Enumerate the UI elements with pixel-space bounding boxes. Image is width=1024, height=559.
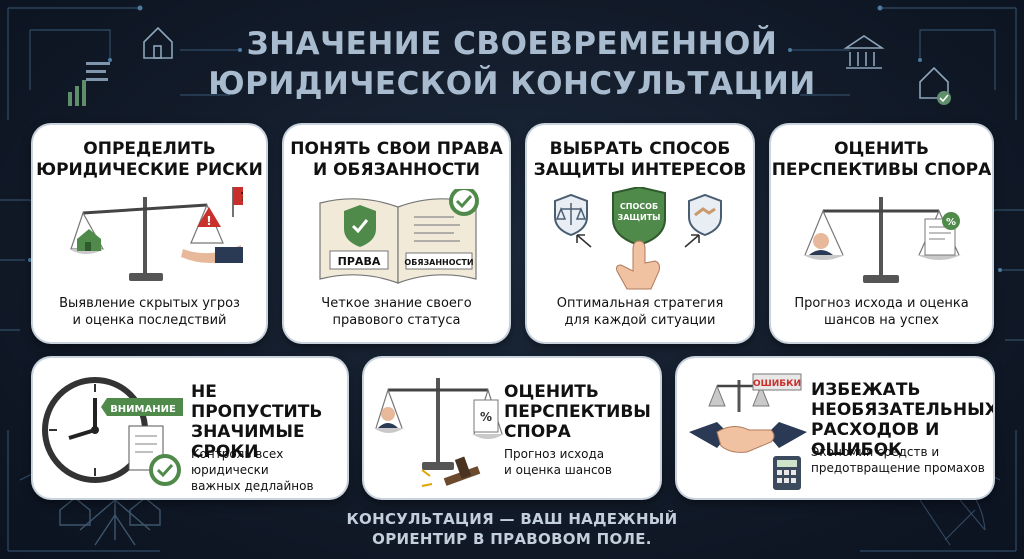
card-desc-line1: Прогноз исхода xyxy=(504,447,605,461)
mini-chart-icon xyxy=(68,80,86,106)
card-legal-risks: ОПРЕДЕЛИТЬ ЮРИДИЧЕСКИЕ РИСКИ ! ? Выявлен… xyxy=(33,125,266,342)
handshake-errors-illustration: ОШИБКИ xyxy=(689,373,807,490)
card-desc-line1: Прогноз исхода и оценка xyxy=(794,296,969,311)
card-title-line1: ИЗБЕЖАТЬ xyxy=(811,380,921,400)
scales-judge-illustration: % xyxy=(803,197,961,283)
rights-label: ПРАВА xyxy=(338,255,381,268)
card-desc: Четкое знание своего правового статуса xyxy=(284,295,509,329)
card-desc: Контроль всех юридически важных дедлайно… xyxy=(191,446,347,494)
card-title-line1: ВЫБРАТЬ СПОСОБ xyxy=(549,139,731,159)
card-desc: Оптимальная стратегия для каждой ситуаци… xyxy=(527,295,753,329)
card-desc: Выявление скрытых угроз и оценка последс… xyxy=(33,295,266,329)
card-title-line3: СРОКИ xyxy=(191,442,259,462)
footer-slogan: КОНСУЛЬТАЦИЯ — ВАШ НАДЕЖНЫЙ ОРИЕНТИР В П… xyxy=(0,509,1024,549)
card-desc-line2: важных дедлайнов xyxy=(191,479,314,493)
card-title-line2: ЗНАЧИМЫЕ xyxy=(191,422,305,442)
open-book-illustration: ПРАВА ОБЯЗАННОСТИ xyxy=(319,189,479,284)
card-title-line2: ЗАЩИТЫ ИНТЕРЕСОВ xyxy=(533,160,747,180)
card-desc-line1: Экономия средств и xyxy=(811,445,940,459)
card-protection-method: ВЫБРАТЬ СПОСОБ ЗАЩИТЫ ИНТЕРЕСОВ СПОСОБ З… xyxy=(527,125,753,342)
card-title: ИЗБЕЖАТЬ НЕОБЯЗАТЕЛЬНЫХ РАСХОДОВ И ОШИБО… xyxy=(811,380,993,460)
card-desc-line1: Четкое знание своего xyxy=(321,296,472,311)
svg-text:%: % xyxy=(480,410,492,424)
card-title-line3: СПОРА xyxy=(504,422,571,442)
attention-label: ВНИМАНИЕ xyxy=(110,404,176,415)
card-rights-duties: ПОНЯТЬ СВОИ ПРАВА И ОБЯЗАННОСТИ ПРАВА ОБ… xyxy=(284,125,509,342)
card-title-line2: ПЕРСПЕКТИВЫ СПОРА xyxy=(771,160,992,180)
svg-text:!: ! xyxy=(206,214,211,228)
shield-label-line1: СПОСОБ xyxy=(620,202,658,211)
card-desc-line2: предотвращение промахов xyxy=(811,461,985,475)
bank-icon xyxy=(843,35,885,69)
card-dispute-outlook: % ОЦЕНИТЬ ПЕРСПЕКТИВЫ СПОРА Прогноз исхо… xyxy=(364,358,660,498)
card-desc: Прогноз исхода и оценка шансов xyxy=(504,446,612,478)
card-title: ОПРЕДЕЛИТЬ ЮРИДИЧЕСКИЕ РИСКИ xyxy=(33,139,266,181)
card-desc: Прогноз исхода и оценка шансов на успех xyxy=(771,295,992,329)
card-desc-line2: и оценка последствий xyxy=(72,313,227,328)
card-title-line3: РАСХОДОВ И ОШИБОК xyxy=(811,420,940,460)
duties-label: ОБЯЗАННОСТИ xyxy=(404,258,473,267)
card-desc-line1: Контроль всех юридически xyxy=(191,447,284,477)
scales-gavel-illustration: % xyxy=(374,378,504,487)
page-title-line2: ЮРИДИЧЕСКОЙ КОНСУЛЬТАЦИИ xyxy=(208,66,816,102)
card-title-line1: ОПРЕДЕЛИТЬ xyxy=(83,139,216,159)
card-desc-line1: Оптимальная стратегия xyxy=(556,296,724,311)
card-title: ОЦЕНИТЬ ПЕРСПЕКТИВЫ СПОРА xyxy=(771,139,992,181)
page-title: ЗНАЧЕНИЕ СВОЕВРЕМЕННОЙ ЮРИДИЧЕСКОЙ КОНСУ… xyxy=(0,24,1024,104)
card-title-line2: НЕОБЯЗАТЕЛЬНЫХ xyxy=(811,400,993,420)
card-desc: Экономия средств и предотвращение промах… xyxy=(811,444,985,476)
page-title-line1: ЗНАЧЕНИЕ СВОЕВРЕМЕННОЙ xyxy=(246,26,778,62)
footer-line1: КОНСУЛЬТАЦИЯ — ВАШ НАДЕЖНЫЙ xyxy=(346,510,678,528)
card-title: НЕ ПРОПУСТИТЬ ЗНАЧИМЫЕ СРОКИ xyxy=(191,382,347,462)
svg-text:%: % xyxy=(946,217,956,228)
card-title-line2: ЮРИДИЧЕСКИЕ РИСКИ xyxy=(36,160,263,180)
card-desc-line2: для каждой ситуации xyxy=(564,313,716,328)
card-dispute-prospects: ОЦЕНИТЬ ПЕРСПЕКТИВЫ СПОРА % Прогноз исхо… xyxy=(771,125,992,342)
card-title-line1: ОЦЕНИТЬ xyxy=(504,382,599,402)
card-deadlines: ВНИМАНИЕ НЕ ПРОПУСТИТЬ ЗНАЧИМЫЕ СРОКИ Ко… xyxy=(33,358,347,498)
shield-label-line2: ЗАЩИТЫ xyxy=(618,213,661,222)
footer-line2: ОРИЕНТИР В ПРАВОВОМ ПОЛЕ. xyxy=(372,530,652,548)
card-desc-line2: правового статуса xyxy=(332,313,461,328)
protection-choice-illustration: СПОСОБ ЗАЩИТЫ xyxy=(554,187,722,290)
card-desc-line1: Выявление скрытых угроз xyxy=(59,296,240,311)
card-title: ВЫБРАТЬ СПОСОБ ЗАЩИТЫ ИНТЕРЕСОВ xyxy=(527,139,753,181)
card-title: ОЦЕНИТЬ ПЕРСПЕКТИВЫ СПОРА xyxy=(504,382,651,442)
house-check-icon xyxy=(919,66,949,99)
clock-attention-illustration: ВНИМАНИЕ xyxy=(42,377,183,486)
card-desc-line2: и оценка шансов xyxy=(504,463,612,477)
card-title-line1: НЕ ПРОПУСТИТЬ xyxy=(191,382,323,422)
card-title-line1: ПОНЯТЬ СВОИ ПРАВА xyxy=(290,139,503,159)
card-title-line2: И ОБЯЗАННОСТИ xyxy=(312,160,481,180)
errors-label: ОШИБКИ xyxy=(753,379,801,389)
card-desc-line2: шансов на успех xyxy=(824,313,939,328)
card-title-line1: ОЦЕНИТЬ xyxy=(834,139,929,159)
card-title: ПОНЯТЬ СВОИ ПРАВА И ОБЯЗАННОСТИ xyxy=(284,139,509,181)
house-icon xyxy=(143,26,173,59)
card-title-line2: ПЕРСПЕКТИВЫ xyxy=(504,402,651,422)
card-avoid-costs: ОШИБКИ ИЗБЕЖАТЬ НЕОБЯЗАТЕЛЬНЫХ РАСХОДОВ … xyxy=(677,358,993,498)
scales-risk-illustration: ! ? xyxy=(69,187,243,281)
svg-text:?: ? xyxy=(241,190,243,204)
